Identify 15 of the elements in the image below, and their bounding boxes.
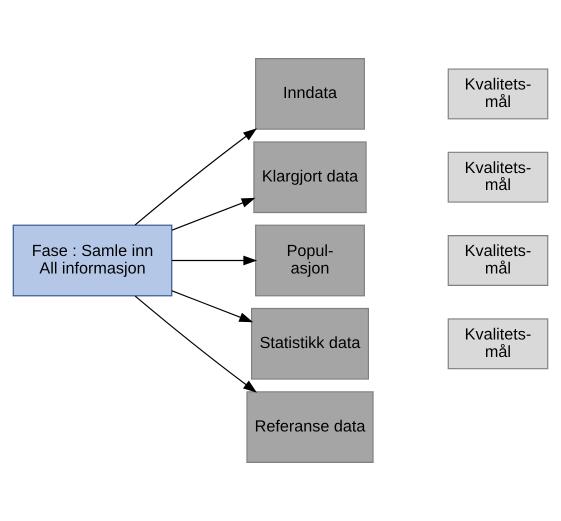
- arrow: [172, 198, 256, 231]
- node-box: Kvalitets- mål: [448, 152, 548, 203]
- node-box: Statistikk data: [251, 308, 369, 380]
- node-box: Fase : Samle inn All informasjon: [12, 224, 172, 296]
- arrow: [172, 290, 254, 322]
- node-box: Kvalitets- mål: [448, 235, 548, 286]
- node-box: Kvalitets- mål: [448, 318, 548, 370]
- node-box: Klargjort data: [253, 141, 367, 214]
- node-box: Referanse data: [246, 391, 374, 463]
- node-box: Popul- asjon: [255, 224, 365, 296]
- node-box: Inndata: [255, 58, 365, 130]
- node-box: Kvalitets- mål: [448, 68, 548, 120]
- arrow: [134, 128, 258, 226]
- arrow: [172, 256, 258, 266]
- arrow: [134, 296, 258, 393]
